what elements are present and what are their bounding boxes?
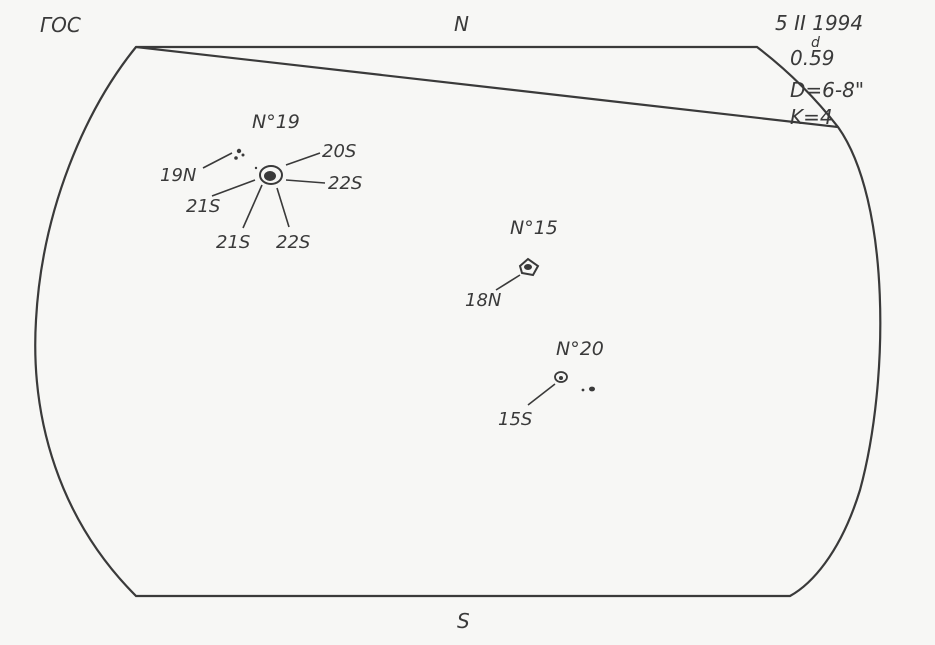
sunspot-cluster bbox=[554, 371, 595, 392]
leader-lines bbox=[202, 152, 326, 229]
sunspot-cluster bbox=[234, 148, 283, 185]
solar-disk-outline bbox=[34, 45, 882, 598]
spot-label: 22S bbox=[276, 232, 310, 253]
seeing-value: D=6-8" bbox=[790, 78, 864, 102]
sunspot-cluster bbox=[518, 257, 540, 277]
group-number: N°15 bbox=[510, 217, 558, 239]
north-label: N bbox=[454, 12, 469, 36]
spot-label: 21S bbox=[216, 232, 250, 253]
observatory-label: ГОС bbox=[40, 13, 81, 37]
spot-label: 20S bbox=[322, 141, 356, 162]
group-number: N°19 bbox=[252, 111, 300, 133]
spot-label: 21S bbox=[186, 196, 220, 217]
spot-label: 22S bbox=[328, 173, 362, 194]
group-19: N°19 19N 20S 22S 21S 21S 22S bbox=[160, 111, 362, 253]
spot-label: 18N bbox=[465, 290, 501, 311]
south-label: S bbox=[457, 609, 470, 633]
group-20: N°20 15S bbox=[498, 338, 604, 430]
observation-date: 5 II 1994 bbox=[775, 11, 863, 35]
quality-value: K=4 bbox=[790, 105, 833, 129]
group-number: N°20 bbox=[556, 338, 604, 360]
spot-label: 15S bbox=[498, 409, 532, 430]
observation-time-superscript: d bbox=[811, 35, 820, 51]
observation-time: 0.59 bbox=[790, 46, 835, 70]
group-15: N°15 18N bbox=[465, 217, 558, 311]
spot-label: 19N bbox=[160, 165, 196, 186]
